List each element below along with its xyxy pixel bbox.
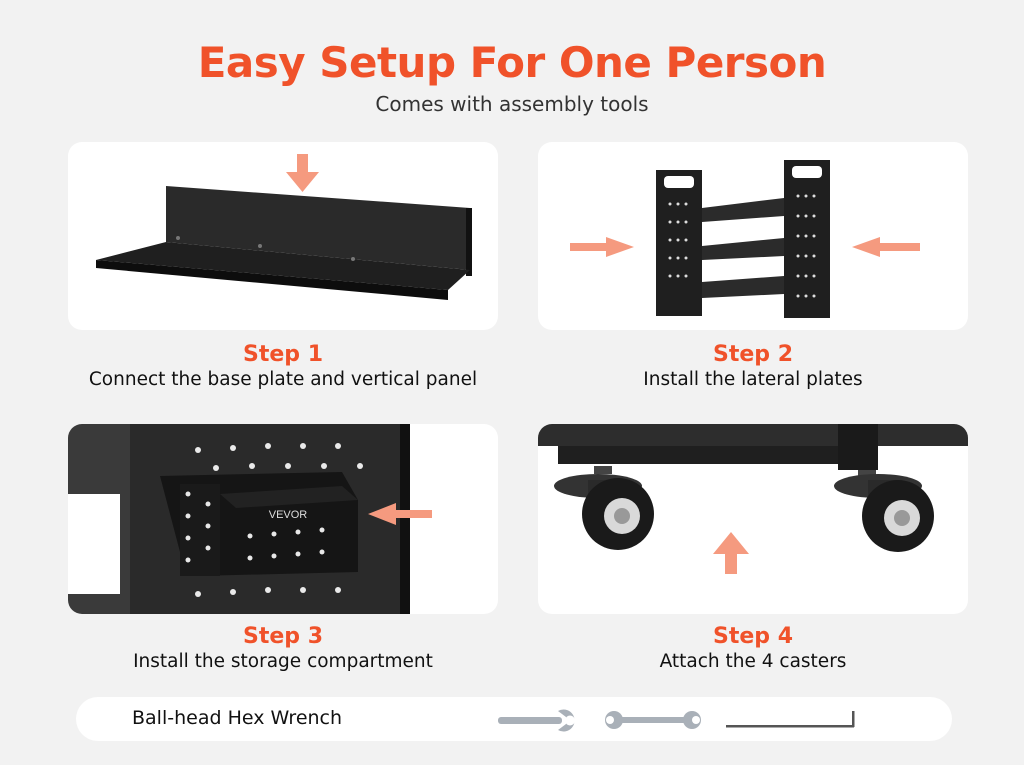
caster-wheel-left [554,466,654,550]
right-arrow-icon [570,237,634,257]
step2-description: Install the lateral plates [643,369,863,390]
double-wrench-icon [605,711,701,729]
base-plate-illustration [96,154,472,300]
step1-label: Step 1 [243,342,323,367]
step1-description: Connect the base plate and vertical pane… [88,369,478,390]
step2-image [538,142,968,330]
open-end-wrench-icon [498,709,575,732]
step2-label: Step 2 [713,342,793,367]
casters-illustration [538,424,968,574]
hex-key-icon [726,711,855,728]
left-arrow-icon [852,237,920,257]
left-arrow-icon [368,503,432,525]
down-arrow-icon [286,154,319,192]
step3-label: Step 3 [243,624,323,649]
lateral-plates-illustration [570,160,920,318]
storage-compartment-illustration: VEVOR [68,424,432,614]
step3-image: VEVOR [68,424,498,614]
step4-image [538,424,968,614]
up-arrow-icon [713,532,749,574]
tools-bar: Ball-head Hex Wrench [76,697,952,741]
caster-wheel-right [834,470,934,552]
tools-label: Ball-head Hex Wrench [132,707,343,729]
vevor-logo-text: VEVOR [269,509,308,521]
page-title: Easy Setup For One Person [197,38,827,87]
page-subtitle: Comes with assembly tools [375,92,649,116]
step4-label: Step 4 [713,624,793,649]
step3-description: Install the storage compartment [133,651,433,672]
step1-image [68,142,498,330]
step4-description: Attach the 4 casters [659,651,847,672]
